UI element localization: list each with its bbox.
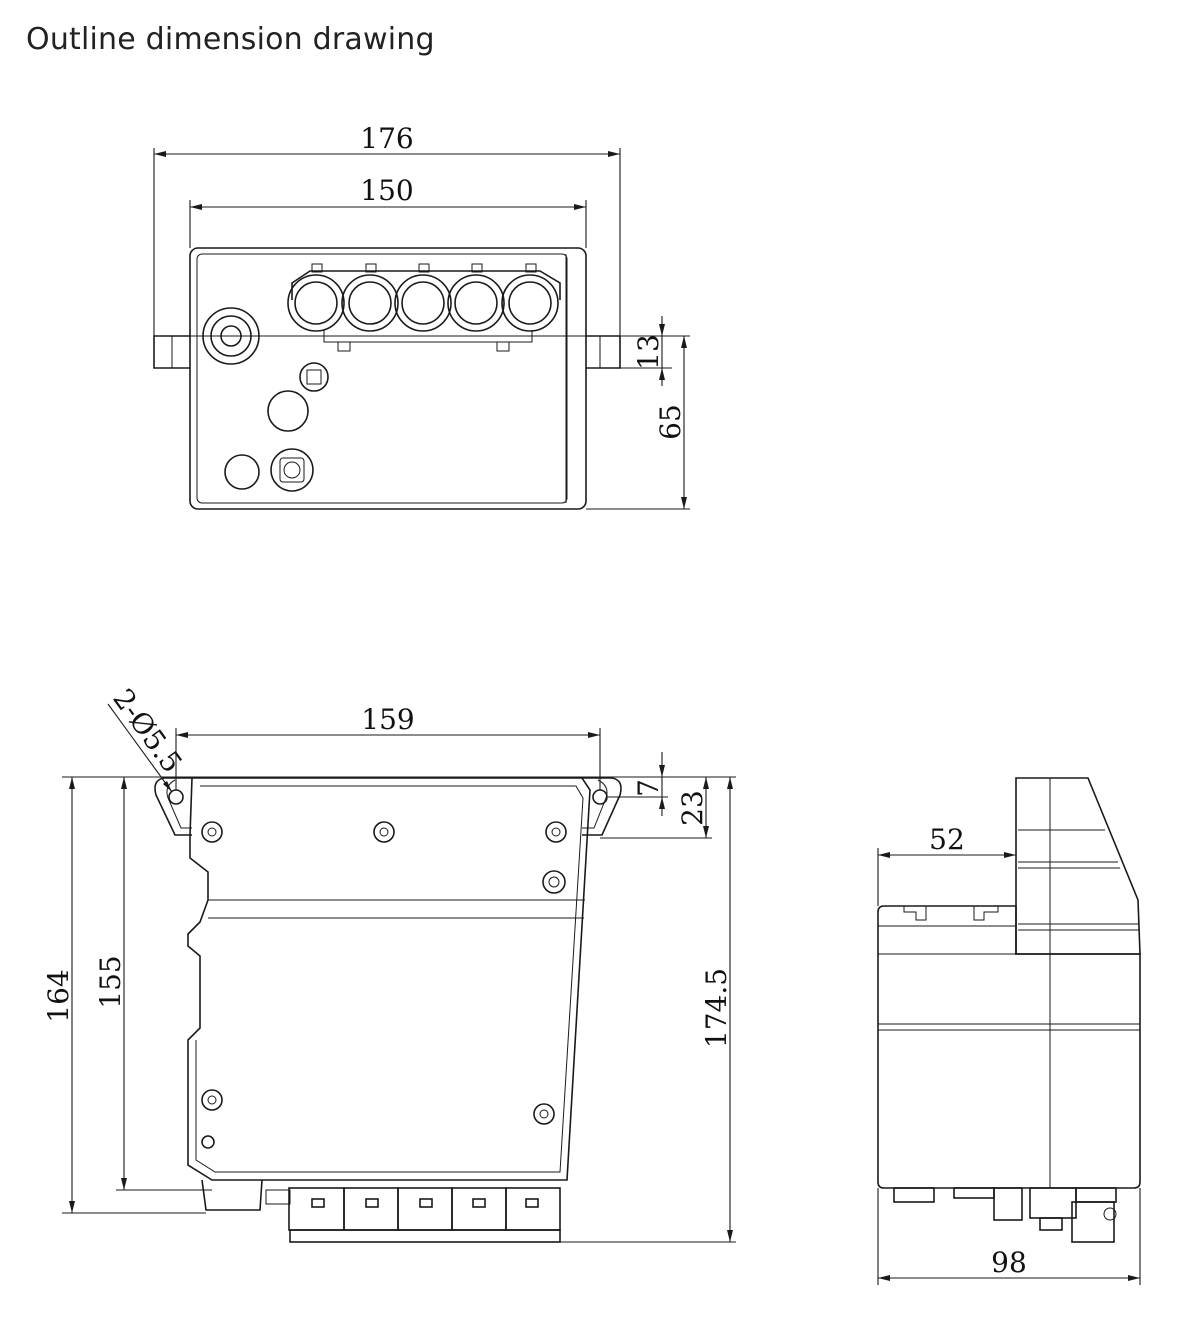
dim-top-body-width: 150 — [360, 174, 413, 207]
dim-side-upper-width: 52 — [929, 823, 965, 856]
top-view: 176 150 13 65 — [153, 122, 690, 510]
dim-height-total: 174.5 — [700, 968, 733, 1048]
dim-top-flange-height: 13 — [632, 334, 665, 370]
dim-top-overall-width: 176 — [360, 122, 413, 155]
bottom-connectors — [288, 1187, 561, 1243]
screw-holes — [201, 821, 567, 1149]
dim-side-overall-width: 98 — [991, 1246, 1027, 1279]
front-view: 2-Ø5.5 159 7 23 174.5 164 — [42, 683, 736, 1243]
dim-top-total-height: 65 — [654, 404, 687, 440]
dim-height-left: 164 — [42, 969, 75, 1022]
dim-flange-depth: 23 — [676, 790, 709, 826]
dim-hole-offset: 7 — [632, 779, 665, 797]
page-title: Outline dimension drawing — [26, 22, 435, 57]
cable-gland-row — [287, 274, 559, 332]
side-view: 52 98 — [877, 777, 1141, 1285]
dim-height-inner: 155 — [94, 955, 127, 1008]
dim-hole-spacing: 159 — [361, 703, 414, 736]
